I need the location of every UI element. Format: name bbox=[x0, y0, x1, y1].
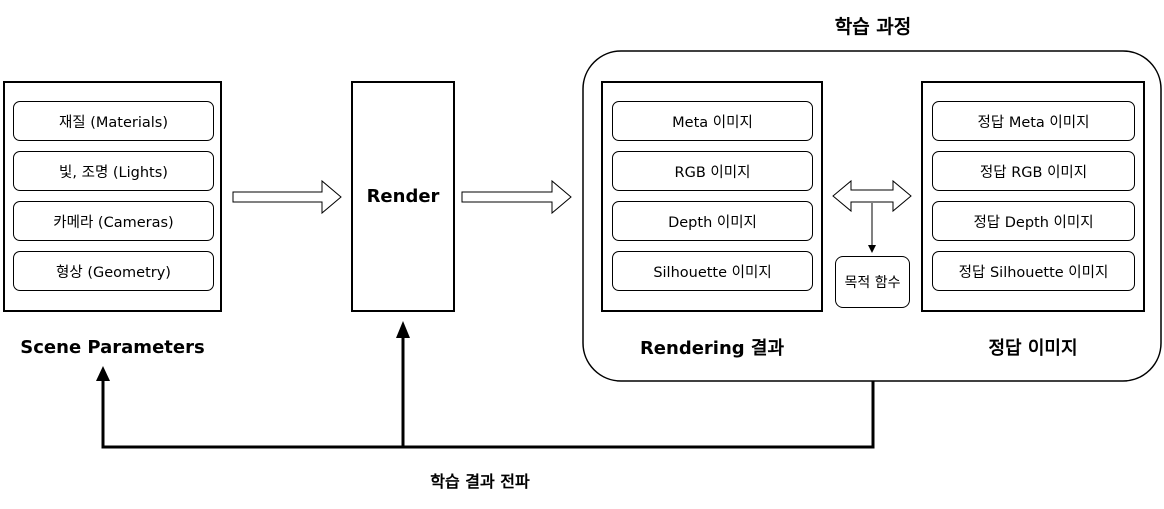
arrow-render-to-result bbox=[461, 179, 572, 215]
backprop-render-arrowhead bbox=[396, 321, 410, 338]
rendering-result-label: Rendering 결과 bbox=[639, 338, 785, 359]
ground-truth-panel: 정답 Meta 이미지 정답 RGB 이미지 정답 Depth 이미지 정답 S… bbox=[921, 81, 1145, 312]
arrow-to-objective-head bbox=[868, 245, 876, 253]
gt-item-rgb: 정답 RGB 이미지 bbox=[932, 151, 1135, 191]
ground-truth-label: 정답 이미지 bbox=[988, 338, 1078, 359]
result-item-silhouette: Silhouette 이미지 bbox=[612, 251, 813, 291]
gt-item-silhouette: 정답 Silhouette 이미지 bbox=[932, 251, 1135, 291]
result-item-rgb: RGB 이미지 bbox=[612, 151, 813, 191]
scene-item-cameras: 카메라 (Cameras) bbox=[13, 201, 214, 241]
backprop-label: 학습 결과 전파 bbox=[430, 472, 530, 491]
scene-item-lights: 빛, 조명 (Lights) bbox=[13, 151, 214, 191]
scene-item-geometry: 형상 (Geometry) bbox=[13, 251, 214, 291]
training-process-title: 학습 과정 bbox=[834, 15, 912, 38]
gt-item-depth: 정답 Depth 이미지 bbox=[932, 201, 1135, 241]
scene-item-materials: 재질 (Materials) bbox=[13, 101, 214, 141]
result-item-depth: Depth 이미지 bbox=[612, 201, 813, 241]
gt-item-meta: 정답 Meta 이미지 bbox=[932, 101, 1135, 141]
arrow-compare-bidirectional bbox=[832, 179, 912, 213]
arrow-scene-to-render bbox=[232, 179, 342, 215]
render-block: Render bbox=[351, 81, 455, 312]
backprop-loop-line bbox=[101, 378, 875, 449]
backprop-scene-arrowhead bbox=[96, 366, 110, 381]
scene-parameters-label: Scene Parameters bbox=[20, 336, 205, 358]
scene-parameters-panel: 재질 (Materials) 빛, 조명 (Lights) 카메라 (Camer… bbox=[3, 81, 222, 312]
objective-function-box: 목적 함수 bbox=[835, 256, 910, 308]
result-item-meta: Meta 이미지 bbox=[612, 101, 813, 141]
rendering-result-panel: Meta 이미지 RGB 이미지 Depth 이미지 Silhouette 이미… bbox=[601, 81, 823, 312]
